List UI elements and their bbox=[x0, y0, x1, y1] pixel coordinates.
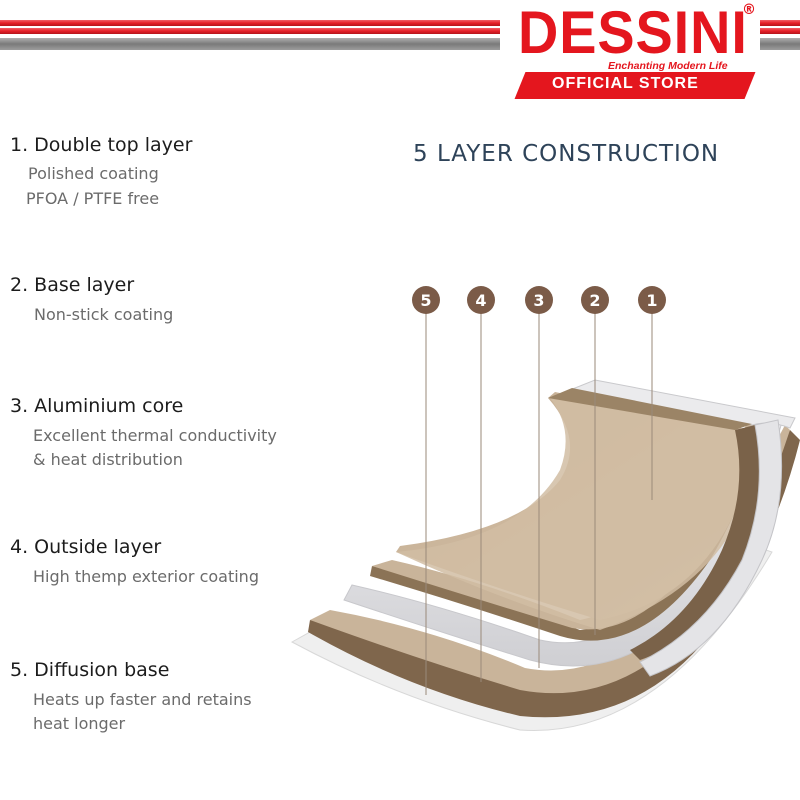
right-edge-silver bbox=[639, 419, 783, 677]
layer-5-title: 5. Diffusion base bbox=[10, 659, 170, 681]
red-stripe-1 bbox=[0, 20, 500, 26]
page-heading: 5 LAYER CONSTRUCTION bbox=[413, 141, 720, 167]
leader-lines bbox=[425, 306, 653, 695]
red-stripe-2 bbox=[0, 28, 500, 34]
layer-3-desc-2: & heat distribution bbox=[33, 450, 183, 469]
layer-5-desc-1: Heats up faster and retains bbox=[33, 690, 252, 709]
layer-1-title: 1. Double top layer bbox=[10, 134, 193, 156]
svg-text:1: 1 bbox=[646, 291, 657, 310]
marker-5: 5 bbox=[412, 286, 440, 314]
layer-2-title: 2. Base layer bbox=[10, 274, 135, 296]
registered-mark: ® bbox=[742, 2, 756, 18]
brand-tagline: Enchanting Modern Life bbox=[608, 60, 728, 72]
layer-2-desc-1: Non-stick coating bbox=[34, 305, 174, 324]
marker-3: 3 bbox=[525, 286, 553, 314]
svg-text:4: 4 bbox=[475, 291, 486, 310]
marker-2: 2 bbox=[581, 286, 609, 314]
layer-1-desc-2: PFOA / PTFE free bbox=[26, 189, 160, 208]
right-edge-dark bbox=[630, 425, 760, 660]
marker-1: 1 bbox=[638, 286, 666, 314]
store-label: OFFICIAL STORE bbox=[552, 75, 699, 92]
brand-name: DESSINI bbox=[518, 0, 748, 66]
svg-text:5: 5 bbox=[420, 291, 431, 310]
svg-text:3: 3 bbox=[533, 291, 544, 310]
svg-text:2: 2 bbox=[589, 291, 600, 310]
layer-5-desc-2: heat longer bbox=[33, 714, 126, 733]
gray-stripe-1 bbox=[0, 38, 500, 50]
red-stripe-4 bbox=[760, 28, 800, 34]
layer-3-title: 3. Aluminium core bbox=[10, 395, 184, 417]
top-rim-dark bbox=[548, 388, 752, 430]
gray-stripe-2 bbox=[760, 38, 800, 50]
marker-4: 4 bbox=[467, 286, 495, 314]
brand-logo[interactable]: DESSINI ® Enchanting Modern Life OFFICIA… bbox=[510, 0, 800, 110]
red-stripe-3 bbox=[760, 20, 800, 26]
layer-4-title: 4. Outside layer bbox=[10, 536, 162, 558]
layer-4-desc-1: High themp exterior coating bbox=[33, 567, 259, 586]
layer-1-desc-1: Polished coating bbox=[28, 164, 159, 183]
top-layer-curve bbox=[396, 398, 752, 630]
layer-3-desc-1: Excellent thermal conductivity bbox=[33, 426, 277, 445]
